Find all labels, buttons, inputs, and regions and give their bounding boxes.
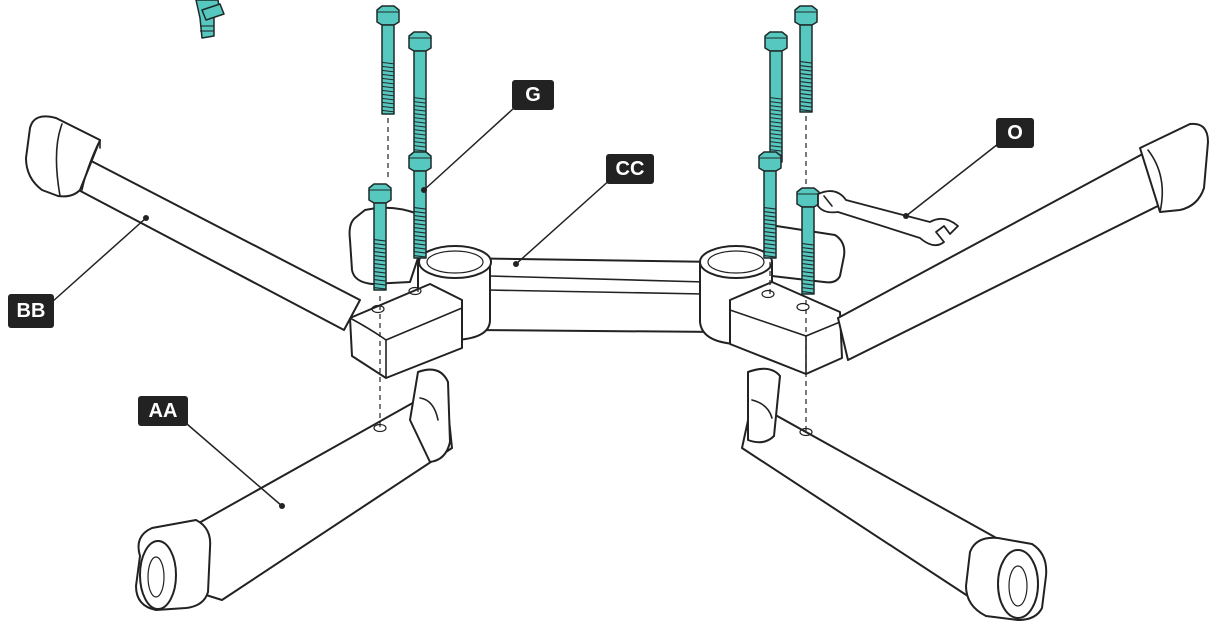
- bolt-icon: [758, 151, 782, 259]
- tube-bb: [25, 115, 361, 331]
- bolt-guide-lines: [379, 116, 807, 432]
- bolt-icon: [368, 183, 392, 291]
- leader-lines: [51, 107, 999, 509]
- label-bb: BB: [8, 294, 54, 328]
- bolt-icon: [376, 5, 400, 115]
- bolt-icon: [796, 187, 820, 295]
- label-cc: CC: [606, 154, 654, 184]
- tube-aa: [135, 368, 453, 611]
- tube-right-lower: [741, 367, 1048, 621]
- wrench-o: [817, 190, 959, 247]
- label-bb-text: BB: [17, 300, 46, 322]
- valve-partial: [195, 0, 225, 39]
- label-o: O: [996, 118, 1034, 148]
- bolt-icon: [764, 31, 788, 163]
- label-g-text: G: [525, 84, 541, 106]
- bolt-icon: [408, 31, 432, 163]
- label-cc-text: CC: [616, 158, 645, 180]
- bolts-g: [368, 5, 820, 295]
- label-aa-text: AA: [149, 400, 178, 422]
- label-g: G: [512, 80, 554, 110]
- label-o-text: O: [1007, 122, 1023, 144]
- bolt-icon: [794, 5, 818, 113]
- label-aa: AA: [138, 396, 188, 426]
- tube-right-upper: [837, 122, 1209, 361]
- cross-base-cc: [348, 206, 846, 379]
